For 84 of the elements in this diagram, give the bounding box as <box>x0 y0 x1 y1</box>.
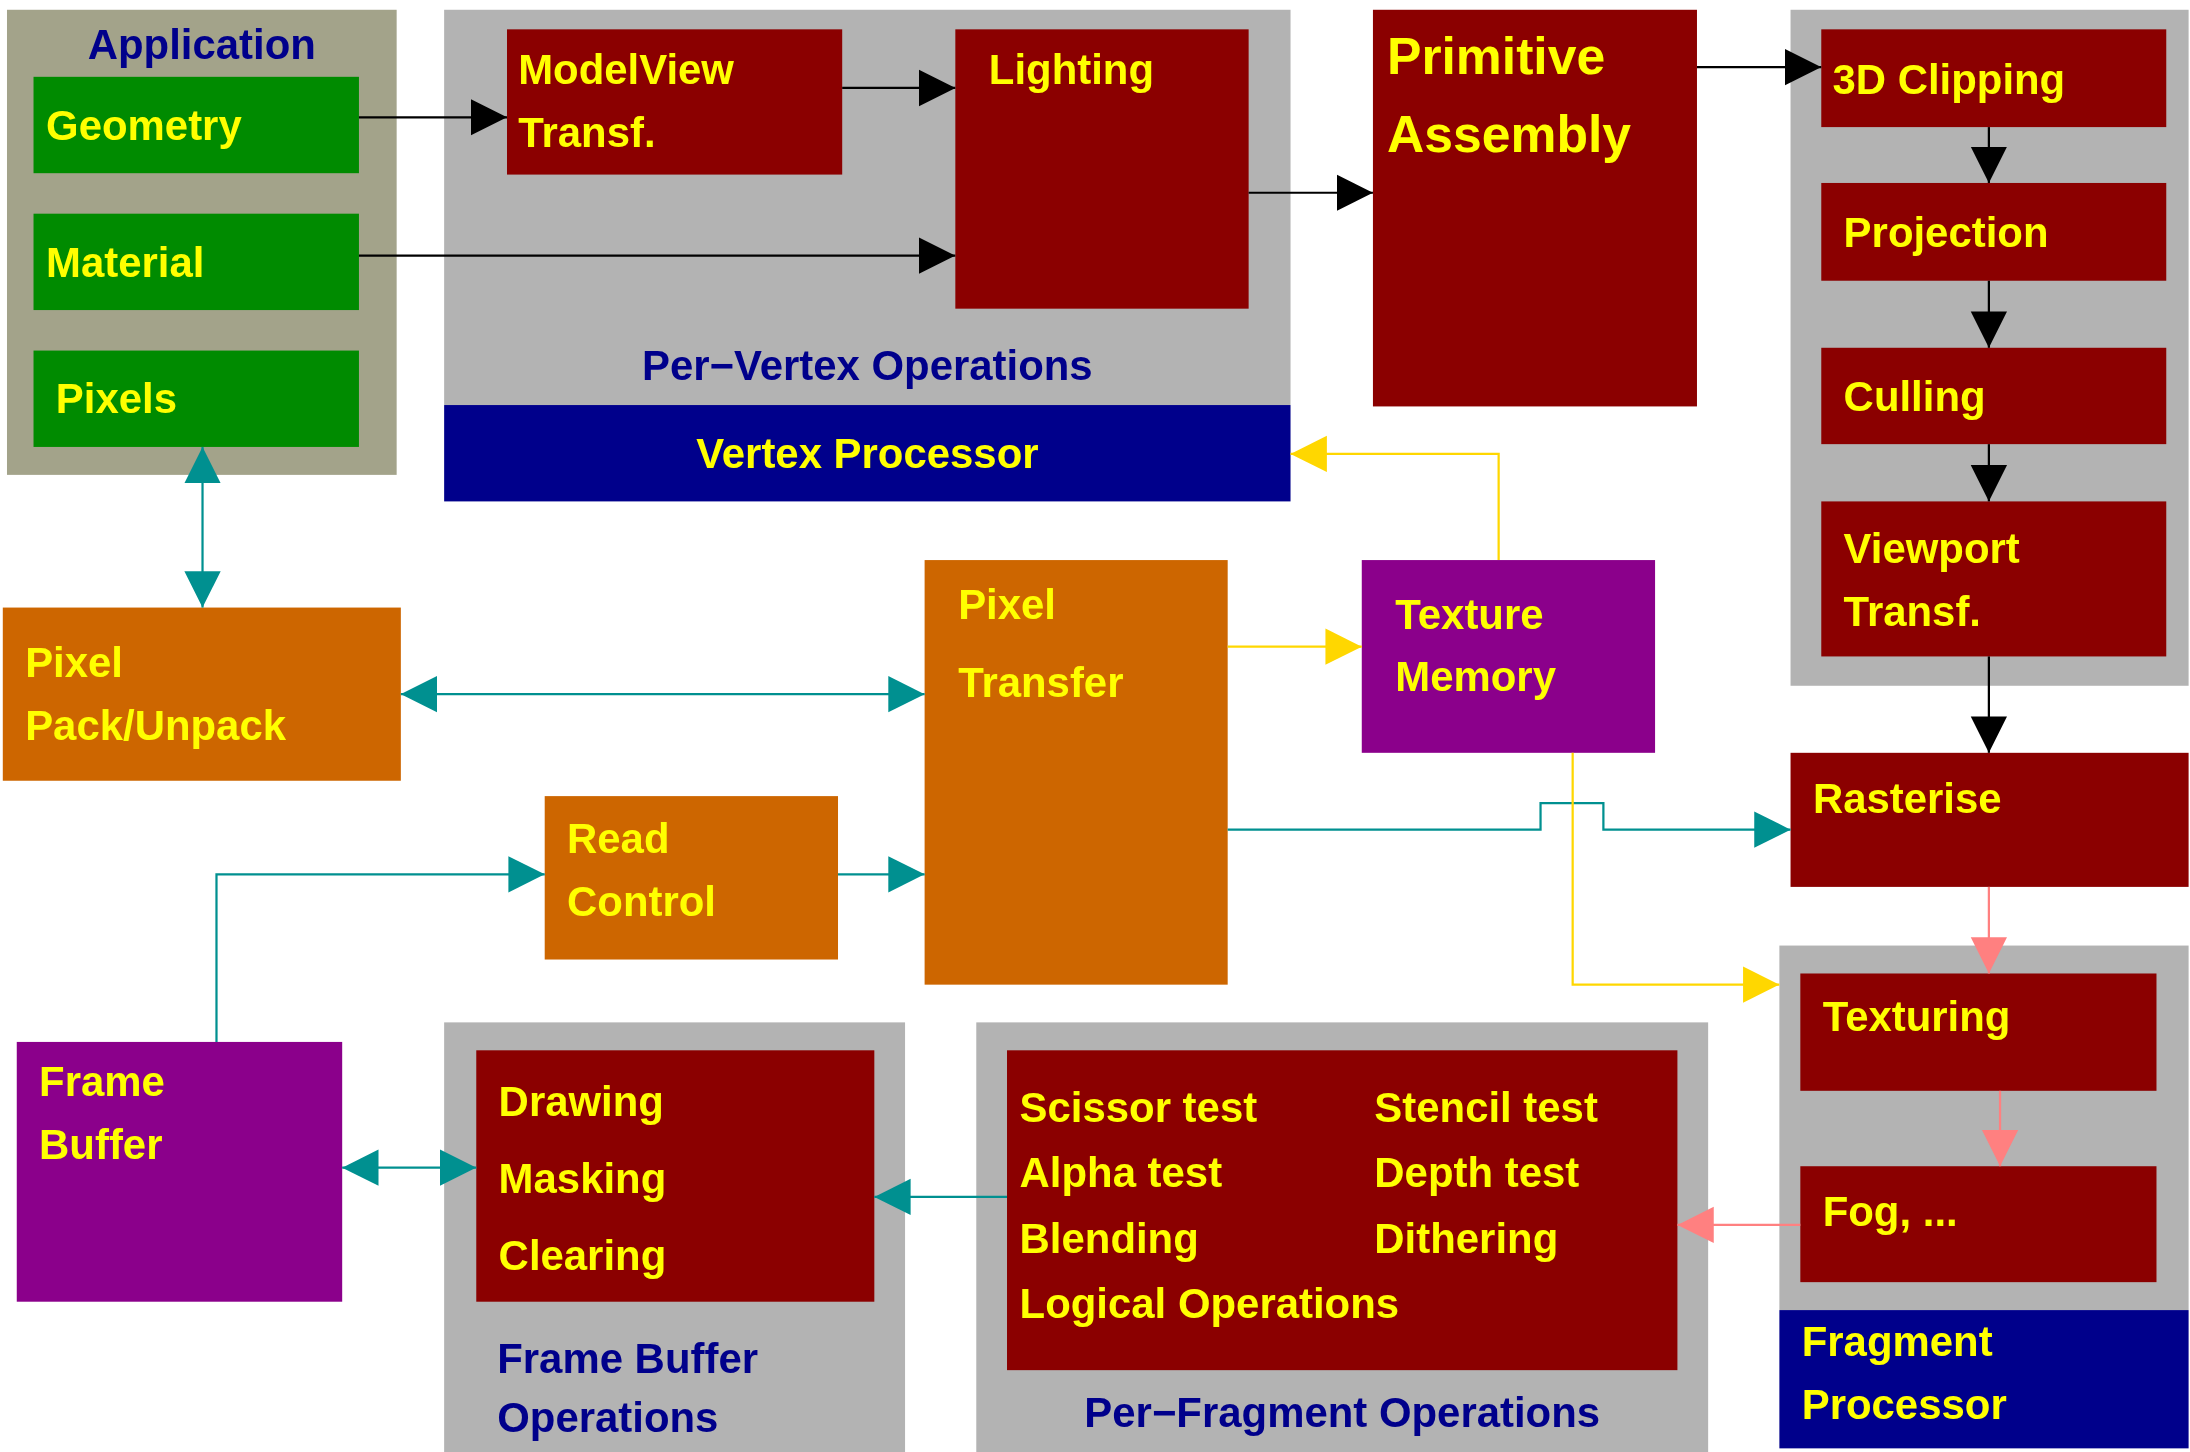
box-label: Pixel Transfer <box>958 580 1125 707</box>
process-box <box>1800 1166 2157 1283</box>
group-panel <box>7 9 397 475</box>
group-panel <box>444 1022 906 1452</box>
process-box <box>1790 752 2189 887</box>
box-label: Rasterise <box>1812 774 2002 824</box>
arrow <box>1290 435 1500 561</box>
box-label: ModelView Transf. <box>518 45 735 158</box>
group-panel <box>444 9 1291 406</box>
arrow <box>1970 280 2008 348</box>
processor-band <box>444 405 1291 502</box>
process-box <box>33 76 359 174</box>
box-label: Pixel Pack/Unpack <box>25 638 287 751</box>
process-box <box>507 29 843 175</box>
box-label: Dithering <box>1374 1214 1560 1264</box>
process-box <box>33 213 359 311</box>
box-label: Fog, ... <box>1822 1187 1958 1237</box>
arrow <box>1696 48 1822 86</box>
box-label: Material <box>46 237 205 287</box>
arrow <box>838 856 925 893</box>
box-label: Culling <box>1843 371 1986 422</box>
memory-box <box>1361 560 1656 753</box>
empty-group-panel <box>1790 9 2189 686</box>
arrow <box>358 99 507 136</box>
box-label: Depth test <box>1374 1148 1581 1198</box>
processor-band <box>1779 1310 2189 1449</box>
process-box <box>33 350 359 447</box>
box-label: Pixels <box>55 374 177 424</box>
box-label: Vertex Processor <box>696 429 1039 479</box>
process-box <box>1821 347 2167 445</box>
box-label: Viewport Transf. <box>1843 523 2021 636</box>
arrow <box>1227 801 1791 848</box>
arrow <box>342 1149 477 1186</box>
process-box <box>544 796 838 960</box>
arrow <box>1970 886 2008 974</box>
box-label: Lighting <box>988 45 1155 95</box>
process-box <box>1821 29 2167 128</box>
arrow <box>1571 752 1780 1003</box>
box-label: Alpha test <box>1019 1148 1224 1198</box>
process-box <box>924 560 1228 985</box>
arrow <box>184 446 221 608</box>
process-box <box>1821 182 2167 281</box>
arrow <box>400 676 925 713</box>
arrow <box>1227 628 1362 665</box>
box-label: Projection <box>1843 207 2049 258</box>
empty-group-panel <box>1779 945 2189 1311</box>
box-label: Primitive Assembly <box>1386 26 1633 165</box>
box-label: Fragment Processor <box>1801 1317 2008 1430</box>
box-label: Texture Memory <box>1395 589 1557 702</box>
arrow <box>1970 656 2008 753</box>
memory-box <box>16 1041 343 1302</box>
process-box <box>955 29 1249 309</box>
process-box <box>1372 9 1697 407</box>
process-box <box>1800 973 2157 1091</box>
box-label: Frame Buffer <box>39 1057 166 1170</box>
box-label: Blending <box>1019 1214 1200 1264</box>
arrow <box>1970 127 2008 183</box>
arrow <box>842 69 956 107</box>
box-label: Logical Operations <box>1019 1279 1401 1329</box>
box-label: 3D Clipping <box>1832 54 2066 105</box>
arrow <box>1248 174 1373 211</box>
arrow <box>1677 1206 1801 1244</box>
arrow <box>874 1178 1007 1216</box>
group-heading: Per−Vertex Operations <box>642 341 1093 391</box>
process-box <box>476 1050 875 1302</box>
group-heading: Application <box>87 19 316 70</box>
group-heading: Per−Fragment Operations <box>1084 1388 1601 1438</box>
process-box <box>1821 501 2167 657</box>
arrow <box>215 856 545 1042</box>
arrow <box>358 237 956 274</box>
arrow <box>1981 1090 2019 1167</box>
box-label: Geometry <box>46 100 242 151</box>
box-label: Scissor test <box>1019 1082 1259 1132</box>
group-heading: Frame Buffer Operations <box>497 1334 759 1442</box>
box-label: Read Control <box>567 814 717 927</box>
arrow <box>1970 444 2008 502</box>
box-label: Masking <box>498 1153 667 1204</box>
box-label: Texturing <box>1822 992 2011 1042</box>
box-label: Clearing <box>498 1230 667 1281</box>
box-label: Stencil test <box>1374 1082 1598 1132</box>
process-box <box>1007 1050 1678 1371</box>
group-panel <box>976 1022 1709 1452</box>
process-box <box>2 607 401 781</box>
box-label: Drawing <box>498 1077 665 1127</box>
